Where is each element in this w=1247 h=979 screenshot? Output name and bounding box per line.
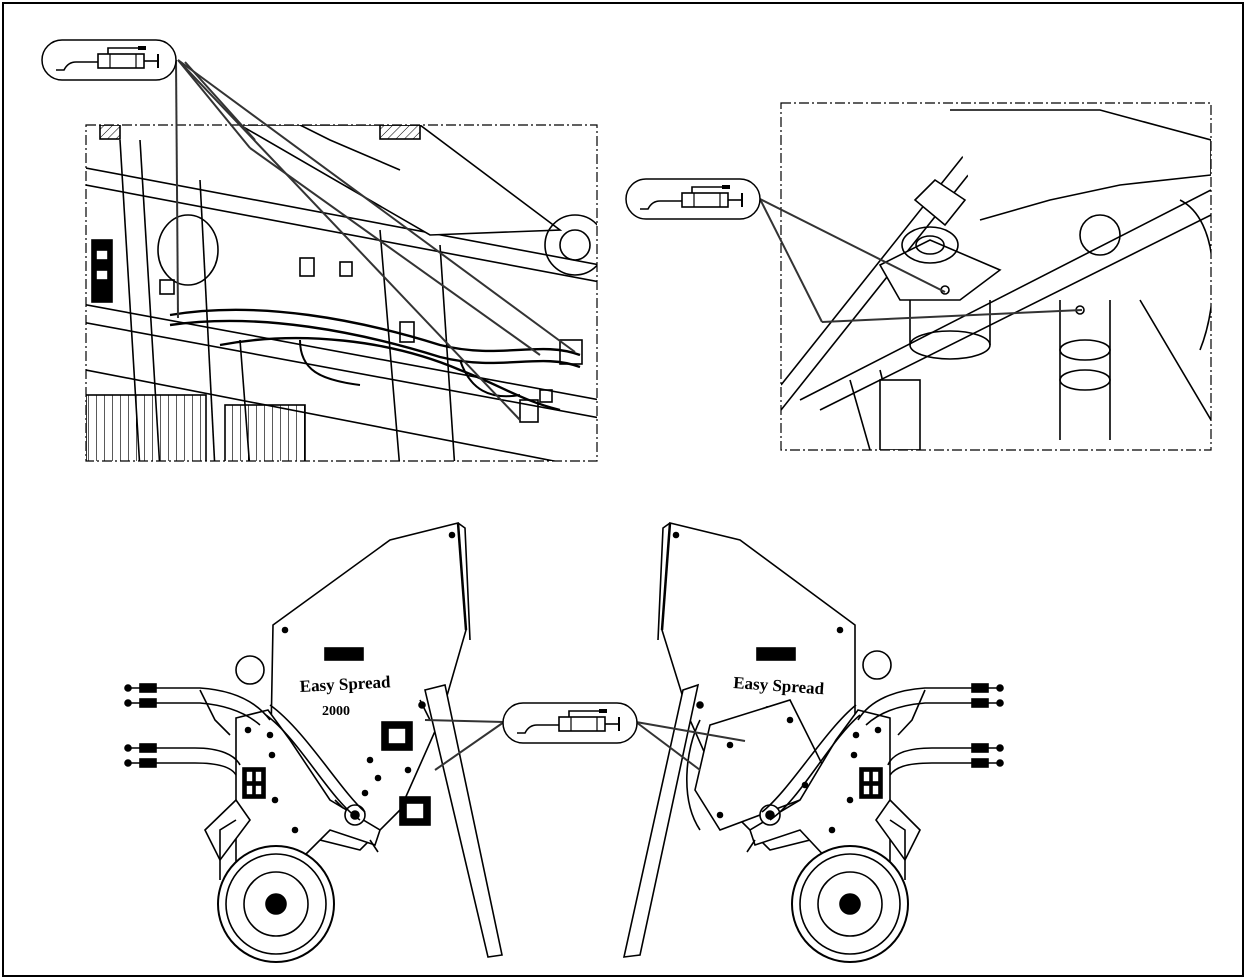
detail-view-frame-chassis (85, 124, 598, 462)
leader-lines (175, 59, 1083, 771)
left-spreader-unit: Easy Spread 2000 (124, 521, 503, 963)
right-spreader-unit: Easy Spread 2000 (622, 522, 1004, 963)
grease-gun-icon (41, 39, 177, 81)
grease-gun-icon (625, 178, 761, 220)
left-model-text: 2000 (322, 704, 350, 719)
grease-gun-icon (502, 702, 638, 744)
detail-view-pivot-joint (780, 102, 1212, 451)
left-brand-text: Easy Spread (299, 672, 391, 696)
